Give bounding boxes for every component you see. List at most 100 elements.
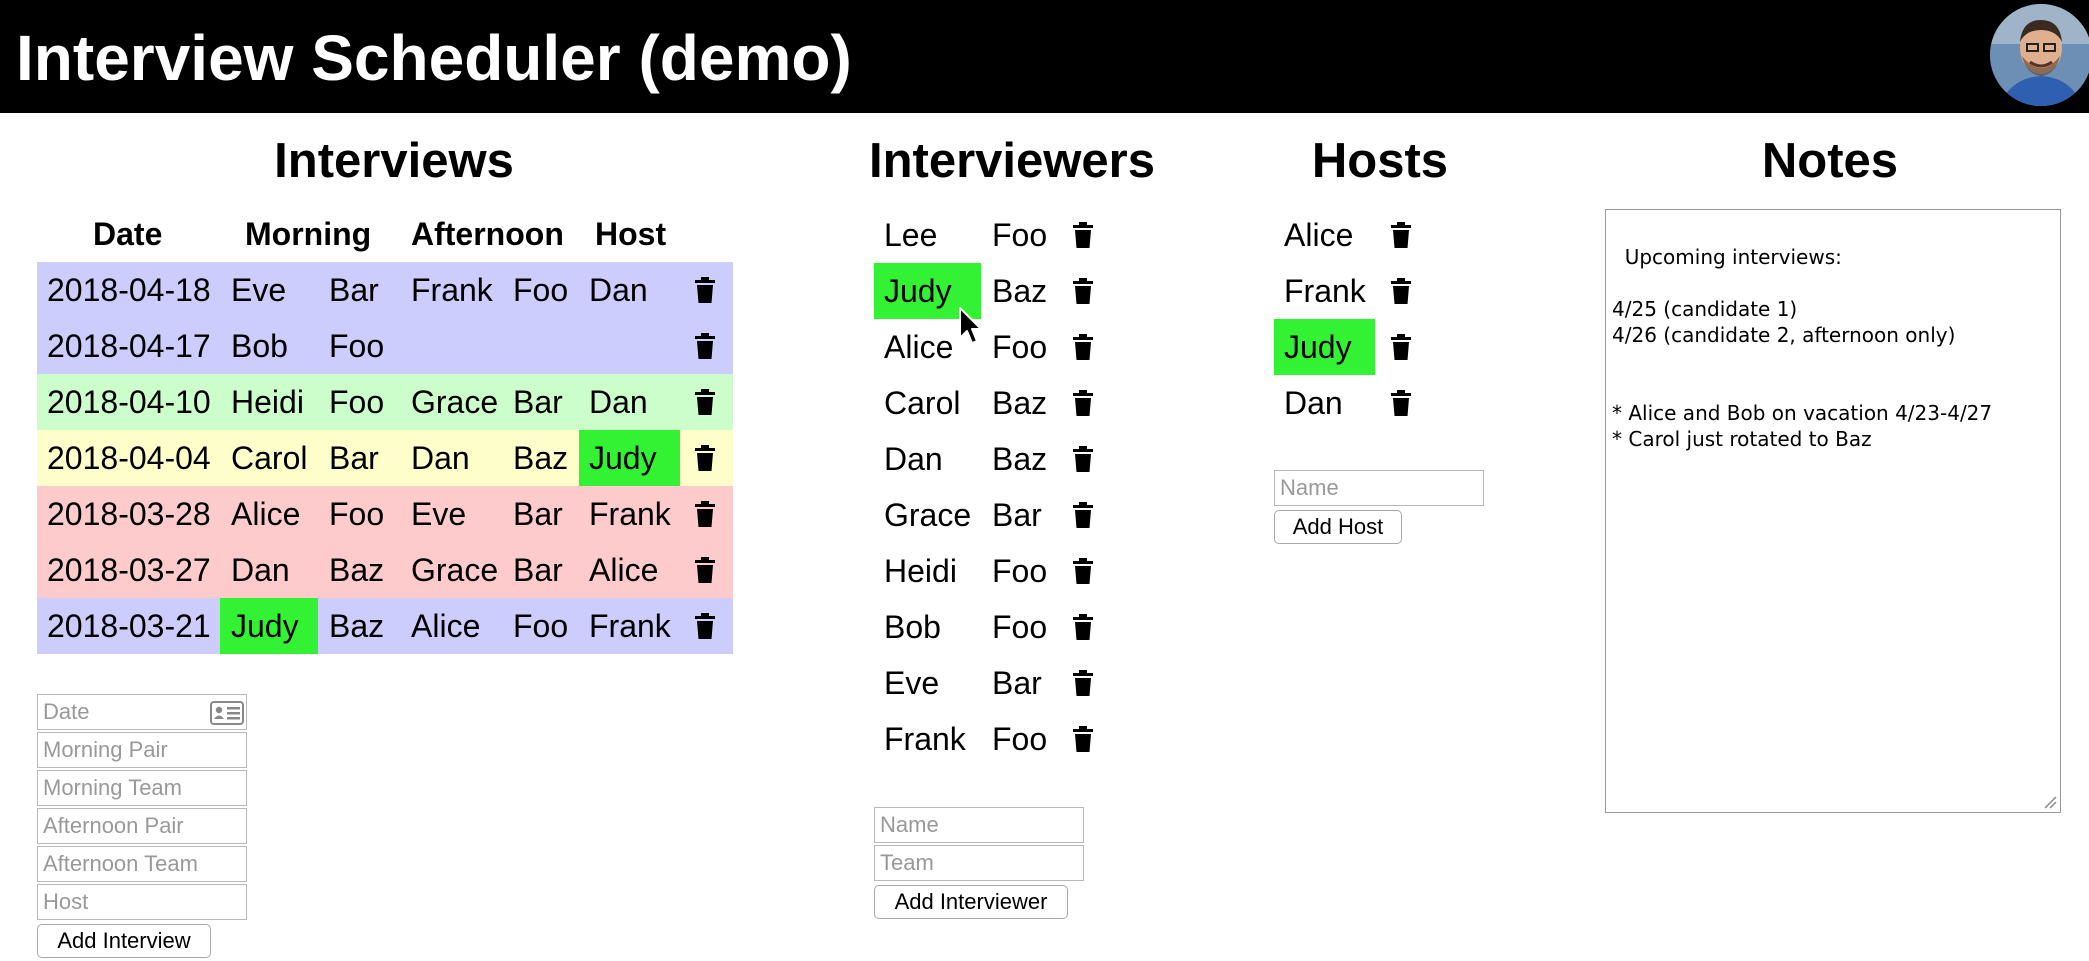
interview-date: 2018-03-21 [47, 608, 211, 644]
interviewer-team: Baz [992, 273, 1048, 309]
delete-interview-icon[interactable] [694, 613, 716, 639]
delete-interviewer-icon[interactable] [1072, 446, 1094, 472]
host-name: Dan [1284, 385, 1343, 421]
interviewer-item[interactable]: Eve Bar [874, 655, 1094, 711]
interviewer-name: Bob [884, 609, 941, 645]
interviewer-name: Heidi [884, 553, 957, 589]
morning-team: Bar [329, 440, 379, 476]
delete-interviewer-icon[interactable] [1072, 390, 1094, 416]
delete-interviewer-icon[interactable] [1072, 502, 1094, 528]
notes-text: Upcoming interviews: 4/25 (candidate 1) … [1612, 245, 1993, 451]
interview-date: 2018-03-28 [47, 496, 211, 532]
host-item[interactable]: Judy [1274, 319, 1414, 375]
interviewer-highlight [874, 263, 981, 319]
interviewer-team: Bar [992, 665, 1042, 701]
afternoon-pair: Grace [411, 384, 499, 420]
resize-handle-icon[interactable] [2043, 795, 2057, 809]
date-input[interactable]: Date [37, 694, 247, 730]
interviewer-name: Alice [884, 329, 954, 365]
interviews-title: Interviews [274, 134, 514, 188]
interviewer-team: Foo [992, 721, 1048, 757]
app-header: Interview Scheduler (demo) [0, 0, 2089, 113]
afternoon-team-input[interactable]: Afternoon Team [37, 846, 247, 882]
morning-pair: Heidi [231, 384, 304, 420]
delete-interview-icon[interactable] [694, 277, 716, 303]
host-item[interactable]: Frank [1274, 263, 1414, 319]
delete-interview-icon[interactable] [694, 445, 716, 471]
host-input[interactable]: Host [37, 884, 247, 920]
delete-host-icon[interactable] [1390, 278, 1412, 304]
delete-interviewer-icon[interactable] [1072, 222, 1094, 248]
delete-interview-icon[interactable] [694, 501, 716, 527]
interviews-header-row: Date Morning Afternoon Host [37, 206, 733, 262]
add-interview-button[interactable]: Add Interview [37, 924, 211, 958]
host-item[interactable]: Alice [1274, 207, 1414, 263]
interviewer-name: Judy [884, 273, 952, 309]
interviewer-item[interactable]: Judy Baz [874, 263, 1094, 319]
afternoon-pair-input[interactable]: Afternoon Pair [37, 808, 247, 844]
contact-card-icon[interactable] [210, 701, 244, 725]
interview-date: 2018-04-18 [47, 272, 211, 308]
interviewer-team-input[interactable]: Team [874, 845, 1084, 881]
interviewer-team: Baz [992, 385, 1048, 421]
hosts-title: Hosts [1311, 134, 1449, 188]
interviewer-name: Grace [884, 497, 972, 533]
afternoon-team: Foo [513, 608, 569, 644]
notes-textarea[interactable]: Upcoming interviews: 4/25 (candidate 1) … [1605, 209, 2061, 813]
morning-pair: Judy [231, 608, 299, 644]
delete-interviewer-icon[interactable] [1072, 334, 1094, 360]
delete-interviewer-icon[interactable] [1072, 670, 1094, 696]
morning-team: Foo [329, 384, 385, 420]
morning-team-input[interactable]: Morning Team [37, 770, 247, 806]
host-item[interactable]: Dan [1274, 375, 1414, 431]
afternoon-team: Baz [513, 440, 569, 476]
interview-date: 2018-04-04 [47, 440, 211, 476]
add-host-button[interactable]: Add Host [1274, 510, 1402, 544]
add-interviewer-button[interactable]: Add Interviewer [874, 885, 1068, 919]
morning-pair-input[interactable]: Morning Pair [37, 732, 247, 768]
afternoon-team: Bar [513, 496, 563, 532]
delete-interviewer-icon[interactable] [1072, 726, 1094, 752]
morning-pair: Eve [231, 272, 287, 308]
delete-host-icon[interactable] [1390, 222, 1412, 248]
delete-interview-icon[interactable] [694, 389, 716, 415]
user-avatar[interactable] [1990, 4, 2089, 106]
interviewer-team: Foo [992, 217, 1048, 253]
interviewer-team: Foo [992, 609, 1048, 645]
delete-interview-icon[interactable] [694, 333, 716, 359]
interviewer-name-input[interactable]: Name [874, 807, 1084, 843]
delete-interviewer-icon[interactable] [1072, 614, 1094, 640]
afternoon-pair: Grace [411, 552, 499, 588]
interview-host: Frank [589, 608, 671, 644]
afternoon-pair: Eve [411, 496, 467, 532]
delete-interviewer-icon[interactable] [1072, 278, 1094, 304]
delete-interviewer-icon[interactable] [1072, 558, 1094, 584]
interviewer-item[interactable]: Carol Baz [874, 375, 1094, 431]
interview-host: Dan [589, 272, 648, 308]
host-highlight [1274, 319, 1375, 375]
delete-host-icon[interactable] [1390, 334, 1412, 360]
host-name-input[interactable]: Name [1274, 470, 1484, 506]
delete-host-icon[interactable] [1390, 390, 1412, 416]
morning-pair: Carol [231, 440, 308, 476]
interviewer-team: Baz [992, 441, 1048, 477]
interview-host: Dan [589, 384, 648, 420]
interviewer-name: Carol [884, 385, 961, 421]
interview-date: 2018-04-17 [47, 328, 211, 364]
interviewer-name: Eve [884, 665, 940, 701]
interviewer-item[interactable]: Bob Foo [874, 599, 1094, 655]
column-header-date: Date [93, 216, 163, 252]
morning-team: Foo [329, 496, 385, 532]
delete-interview-icon[interactable] [694, 557, 716, 583]
host-name: Alice [1284, 217, 1354, 253]
